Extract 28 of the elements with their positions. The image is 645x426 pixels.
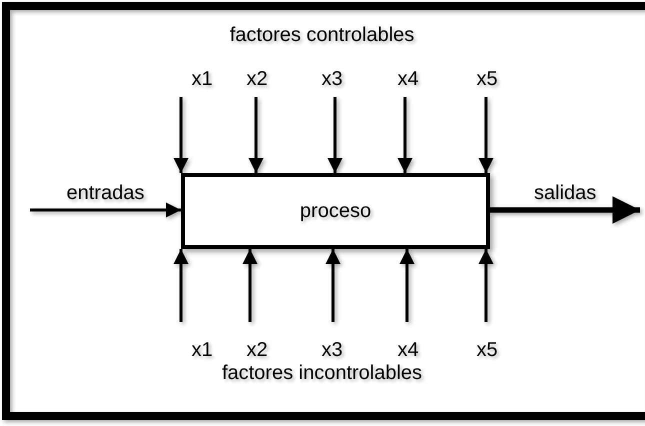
arrow (174, 249, 188, 322)
factor-label: x3 (321, 68, 343, 91)
process-label: proceso (300, 200, 372, 222)
factor-label: x4 (397, 339, 419, 362)
arrow (30, 202, 181, 218)
group-title: factores controlables (230, 24, 414, 47)
arrow (478, 249, 494, 322)
edge-label: entradas (66, 182, 144, 205)
arrow (400, 249, 414, 322)
factor-label: x5 (476, 339, 498, 362)
factor-label: x5 (476, 68, 498, 91)
factor-label: x2 (246, 339, 268, 362)
arrow (328, 97, 342, 173)
factor-label: x1 (191, 339, 213, 362)
factor-label: x4 (397, 68, 419, 91)
group-title: factores incontrolables (222, 362, 422, 385)
arrow (326, 249, 340, 322)
arrow (174, 97, 188, 173)
arrow (478, 97, 494, 173)
arrow (242, 249, 258, 322)
arrow (398, 97, 412, 173)
factor-label: x1 (191, 68, 213, 91)
factor-label: x3 (321, 339, 343, 362)
edge-label: salidas (534, 182, 596, 205)
arrow (248, 97, 264, 173)
arrow (490, 196, 640, 224)
factor-label: x2 (246, 68, 268, 91)
process-box (181, 173, 490, 249)
